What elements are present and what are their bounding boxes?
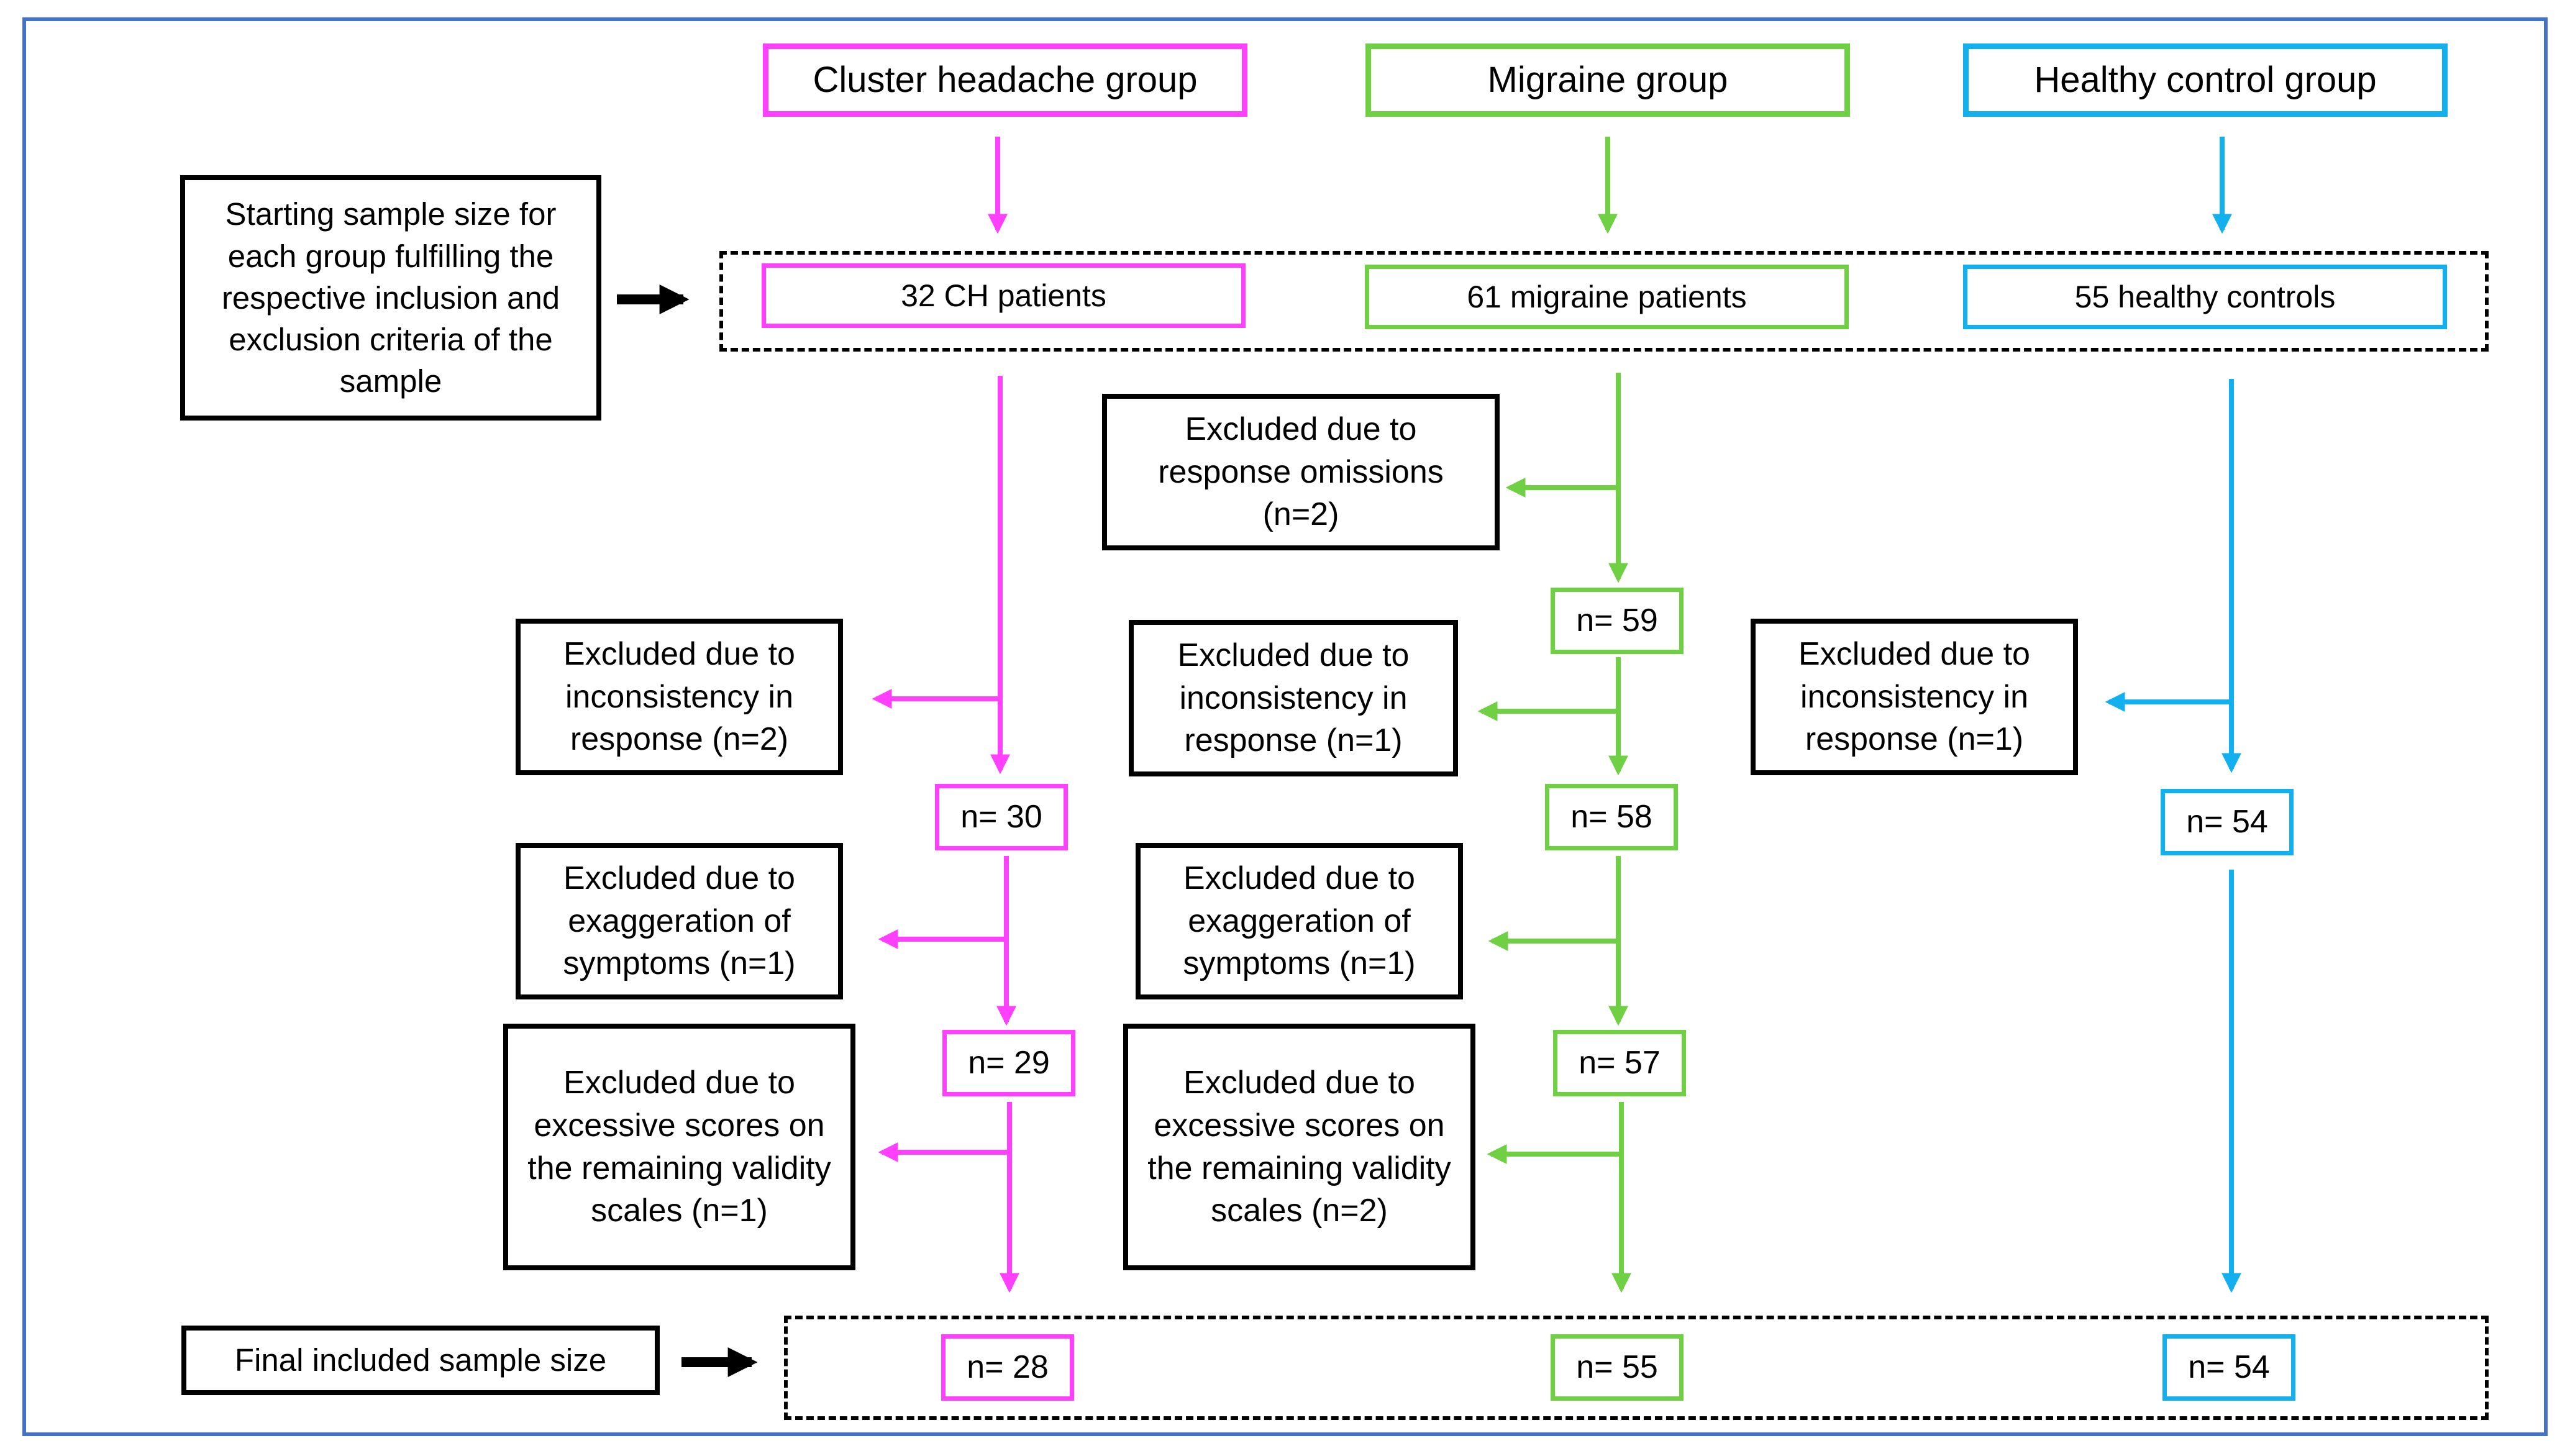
- migraine-final-count: n= 55: [1551, 1334, 1684, 1401]
- cluster-group-header: Cluster headache group: [763, 43, 1247, 117]
- healthy-start-count: 55 healthy controls: [1963, 265, 2447, 329]
- diagram-frame: [22, 17, 2548, 1436]
- healthy-inconsistency-exclusion: Excluded due to inconsistency in respons…: [1751, 619, 2078, 775]
- cluster-start-count: 32 CH patients: [762, 263, 1246, 328]
- final-sample-region: [784, 1316, 2489, 1420]
- migraine-group-header: Migraine group: [1365, 43, 1850, 117]
- migraine-start-count: 61 migraine patients: [1365, 265, 1849, 329]
- healthy-final-count: n= 54: [2162, 1334, 2295, 1401]
- cluster-group-title: Cluster headache group: [813, 59, 1198, 100]
- final-sample-label: Final included sample size: [181, 1326, 660, 1395]
- healthy-count-54: n= 54: [2161, 789, 2294, 855]
- migraine-validity-exclusion: Excluded due to excessive scores on the …: [1123, 1024, 1475, 1270]
- cluster-final-count: n= 28: [941, 1334, 1074, 1401]
- healthy-group-title: Healthy control group: [2034, 59, 2377, 100]
- cluster-count-30: n= 30: [935, 784, 1068, 850]
- migraine-count-58: n= 58: [1545, 784, 1678, 850]
- migraine-inconsistency-exclusion: Excluded due to inconsistency in respons…: [1129, 620, 1458, 776]
- migraine-count-57: n= 57: [1553, 1030, 1686, 1096]
- cluster-count-29: n= 29: [942, 1030, 1075, 1096]
- cluster-exaggeration-exclusion: Excluded due to exaggeration of symptoms…: [516, 843, 843, 999]
- starting-sample-label: Starting sample size for each group fulf…: [180, 175, 601, 421]
- migraine-exaggeration-exclusion: Excluded due to exaggeration of symptoms…: [1136, 843, 1463, 999]
- migraine-count-59: n= 59: [1551, 588, 1684, 654]
- migraine-group-title: Migraine group: [1487, 59, 1728, 100]
- cluster-validity-exclusion: Excluded due to excessive scores on the …: [503, 1024, 855, 1270]
- migraine-omissions-exclusion: Excluded due to response omissions (n=2): [1102, 394, 1500, 550]
- healthy-group-header: Healthy control group: [1963, 43, 2448, 117]
- starting-sample-region: [719, 251, 2489, 352]
- cluster-inconsistency-exclusion: Excluded due to inconsistency in respons…: [516, 619, 843, 775]
